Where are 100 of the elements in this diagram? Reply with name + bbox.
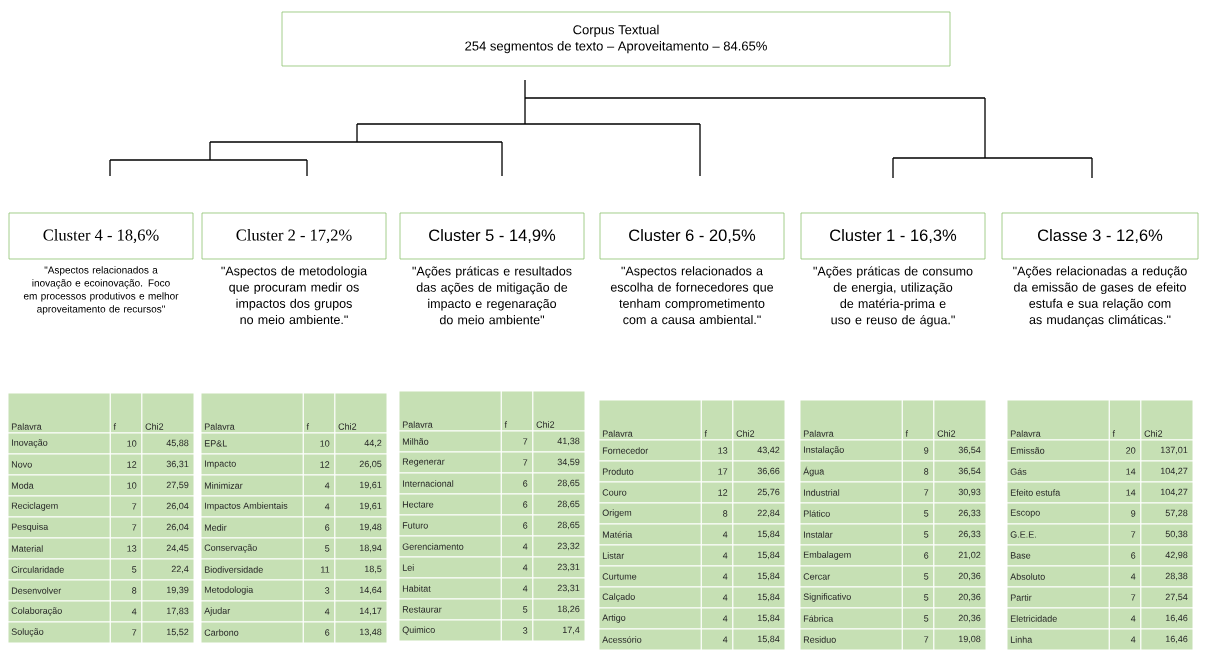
table-cell: 8 (901, 460, 935, 483)
table-cell: 36,31 (141, 453, 195, 476)
table-cell: 14 (1108, 481, 1142, 504)
table-cell: 18,94 (334, 537, 388, 560)
table-cell: 17 (700, 460, 734, 483)
table-cell: 4 (109, 600, 143, 623)
cluster-box: Cluster 6 - 20,5% (599, 212, 785, 260)
table-cell: 13 (109, 537, 143, 560)
table-cell: 16,46 (1140, 607, 1194, 630)
table-cell: Chi2 (732, 399, 786, 441)
table-cell: 15,84 (732, 565, 786, 588)
table-cell: 36,54 (933, 460, 987, 483)
table-cell: 26,33 (933, 502, 987, 525)
table-cell: 28,65 (532, 514, 586, 537)
table-cell: 28,65 (532, 493, 586, 516)
table-cell: 15,84 (732, 607, 786, 630)
table-cell: 6 (901, 544, 935, 567)
table-cell: 7 (500, 451, 534, 474)
table-cell: 5 (901, 607, 935, 630)
cluster-box: Cluster 1 - 16,3% (800, 212, 986, 260)
table-cell: 50,38 (1140, 523, 1194, 546)
table-cell: Chi2 (334, 392, 388, 434)
table-cell: 15,84 (732, 523, 786, 546)
table-cell: 17,83 (141, 600, 195, 623)
description-text: "Ações práticas e resultados das ações de mitigação de impacto e regenaração do meio ambiente" (412, 266, 572, 325)
description-text: "Aspectos de metodologia que procuram medir os impactos dos grupos no meio ambiente." (221, 266, 368, 325)
table-cell: Chi2 (933, 399, 987, 441)
table-cell: 15,52 (141, 621, 195, 644)
description-text: "Aspectos relacionados a inovação e ecoinovação. Foco em processos produtivos e melhor aproveitamento de recursos" (23, 266, 179, 315)
table-cell: Chi2 (141, 392, 195, 434)
description-text: "Ações práticas de consumo de energia, utilização de matéria-prima e uso e reuso de água." (813, 266, 973, 327)
table-cell: 6 (500, 514, 534, 537)
table-cell: Chi2 (1140, 399, 1194, 441)
table-cell: 5 (302, 537, 336, 560)
table-cell: 10 (109, 432, 143, 455)
table-cell: 4 (500, 577, 534, 600)
table-cell: 6 (302, 516, 336, 539)
table-cell: 4 (302, 495, 336, 518)
table-cell: 7 (109, 495, 143, 518)
table-cell: 10 (109, 474, 143, 497)
table-cell: 21,02 (933, 544, 987, 567)
table-cell: 41,38 (532, 430, 586, 453)
table-cell: 7 (1108, 523, 1142, 546)
table-cell: 4 (500, 556, 534, 579)
table-cell: 57,28 (1140, 502, 1194, 525)
table-cell: 23,31 (532, 577, 586, 600)
table-cell: 3 (500, 619, 534, 642)
table-cell: 44,2 (334, 432, 388, 455)
table-cell: Chi2 (532, 390, 586, 432)
cluster-box: Classe 3 - 12,6% (1001, 212, 1199, 260)
table-cell: 30,93 (933, 481, 987, 504)
table-cell: 104,27 (1140, 460, 1194, 483)
table-cell: 34,59 (532, 451, 586, 474)
table-cell: 5 (109, 558, 143, 581)
table-cell: 4 (700, 523, 734, 546)
description-text: "Ações relacionadas a redução da emissão de gases de efeito estufa e sua relação com as mudanças climáticas." (1013, 266, 1187, 327)
table-cell: 17,4 (532, 619, 586, 642)
table-cell: 26,05 (334, 453, 388, 476)
table-cell: 12 (302, 453, 336, 476)
table-cell: 14,17 (334, 600, 388, 623)
table-cell: 7 (109, 621, 143, 644)
table-cell: 5 (901, 586, 935, 609)
table-cell: 14 (1108, 460, 1142, 483)
table-cell: 4 (1108, 628, 1142, 651)
table-cell: 19,61 (334, 474, 388, 497)
cluster-box: Cluster 4 - 18,6% (8, 212, 194, 260)
table-cell: 137,01 (1140, 439, 1194, 462)
table-cell: 20,36 (933, 586, 987, 609)
table-cell: 4 (700, 628, 734, 651)
table-cell: 4 (302, 600, 336, 623)
table-cell: 4 (700, 607, 734, 630)
table-cell: 4 (1108, 607, 1142, 630)
table-cell: 4 (700, 544, 734, 567)
table-cell: 12 (700, 481, 734, 504)
table-cell: 4 (700, 565, 734, 588)
table-cell: 43,42 (732, 439, 786, 462)
table-cell: 6 (1108, 544, 1142, 567)
table-cell: 6 (500, 493, 534, 516)
table-cell: 15,84 (732, 628, 786, 651)
table-cell: 23,31 (532, 556, 586, 579)
table-cell: 36,66 (732, 460, 786, 483)
description-text: "Aspectos relacionados a escolha de fornecedores que tenham comprometimento com a causa ambiental." (610, 266, 774, 325)
table-cell: 10 (302, 432, 336, 455)
table-cell: 24,45 (141, 537, 195, 560)
table-cell: f (109, 392, 143, 434)
table-cell: 45,88 (141, 432, 195, 455)
table-cell: 4 (1108, 565, 1142, 588)
table-cell: 27,59 (141, 474, 195, 497)
table-cell: 15,84 (732, 586, 786, 609)
table-cell: 26,04 (141, 516, 195, 539)
table-cell: 14,64 (334, 579, 388, 602)
table-cell: 4 (500, 535, 534, 558)
table-cell: 7 (500, 430, 534, 453)
table-cell: 23,32 (532, 535, 586, 558)
table-cell: 13 (700, 439, 734, 462)
title-box: Corpus Textual 254 segmentos de texto – Aproveitamento – 84.65% (281, 11, 951, 67)
table-cell: 7 (1108, 586, 1142, 609)
table-cell: 18,26 (532, 598, 586, 621)
table-cell: f (901, 399, 935, 441)
table-cell: 5 (901, 523, 935, 546)
